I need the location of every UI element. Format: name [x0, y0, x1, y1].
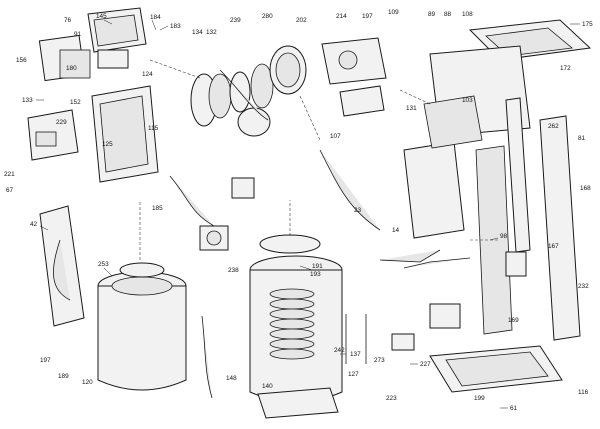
- pump-assembly: [199, 177, 255, 251]
- callout-116: 116: [578, 389, 589, 396]
- callout-42: 42: [30, 221, 38, 228]
- callout-108: 108: [462, 11, 473, 18]
- callout-221: 221: [4, 171, 15, 178]
- callout-103: 103: [462, 97, 473, 104]
- callout-253: 253: [98, 261, 109, 268]
- valve-manifold: [391, 251, 527, 351]
- assembly-guides: [139, 59, 500, 260]
- callout-184: 184: [150, 14, 161, 21]
- callout-175: 175: [582, 21, 593, 28]
- callout-124: 124: [142, 71, 153, 78]
- callout-140: 140: [262, 383, 273, 390]
- callout-199: 199: [474, 395, 485, 402]
- control-panel-assembly: [38, 7, 147, 82]
- callout-152: 152: [70, 99, 81, 106]
- callout-191: 191: [312, 263, 323, 270]
- callout-131: 131: [406, 105, 417, 112]
- callout-156: 156: [16, 57, 27, 64]
- callout-169: 169: [508, 317, 519, 324]
- expansion-vessel: [237, 107, 271, 137]
- callout-14: 14: [392, 227, 400, 234]
- callout-98: 98: [500, 233, 508, 240]
- hot-water-cylinder-left: [97, 262, 187, 391]
- callout-214: 214: [336, 13, 347, 20]
- callout-242: 242: [334, 347, 345, 354]
- callouts: 145 184 183 239 280 202 214 197 109 89 8…: [4, 9, 593, 412]
- callout-227: 227: [420, 361, 431, 368]
- drip-tray: [257, 387, 339, 419]
- callout-197b: 197: [40, 357, 51, 364]
- callout-127: 127: [348, 371, 359, 378]
- callout-185: 185: [152, 205, 163, 212]
- callout-197a: 197: [362, 13, 373, 20]
- callout-145: 145: [96, 13, 107, 20]
- callout-61: 61: [510, 405, 518, 412]
- combustion-rings: [190, 45, 307, 127]
- right-cabinet-frame: [403, 95, 581, 341]
- callout-183: 183: [170, 23, 181, 30]
- pipework: [53, 69, 471, 399]
- callout-67: 67: [6, 187, 14, 194]
- callout-91: 91: [74, 31, 82, 38]
- callout-167: 167: [548, 243, 559, 250]
- callout-273: 273: [374, 357, 385, 364]
- callout-172: 172: [560, 65, 571, 72]
- callout-280: 280: [262, 13, 273, 20]
- callout-81: 81: [578, 135, 586, 142]
- callout-109: 109: [388, 9, 399, 16]
- base-frame: [429, 345, 563, 393]
- callout-189: 189: [58, 373, 69, 380]
- callout-133: 133: [22, 97, 33, 104]
- callout-229: 229: [56, 119, 67, 126]
- callout-134: 134: [192, 29, 203, 36]
- coil-cylinder-center: [249, 234, 343, 403]
- helical-coil: [269, 288, 315, 360]
- callout-262: 262: [548, 123, 559, 130]
- callout-89: 89: [428, 11, 436, 18]
- left-cabinet-frame: [27, 85, 159, 183]
- callout-125: 125: [102, 141, 113, 148]
- callout-120: 120: [82, 379, 93, 386]
- callout-180: 180: [66, 65, 77, 72]
- callout-115: 115: [148, 125, 159, 132]
- callout-193: 193: [310, 271, 321, 278]
- callout-88: 88: [444, 11, 452, 18]
- callout-132: 132: [206, 29, 217, 36]
- heat-exchanger-block: [321, 37, 387, 117]
- callout-148: 148: [226, 375, 237, 382]
- callout-232: 232: [578, 283, 589, 290]
- callout-137: 137: [350, 351, 361, 358]
- callout-76: 76: [64, 17, 72, 24]
- callout-107: 107: [330, 133, 341, 140]
- callout-202: 202: [296, 17, 307, 24]
- callout-168: 168: [580, 185, 591, 192]
- callout-239: 239: [230, 17, 241, 24]
- callout-238: 238: [228, 267, 239, 274]
- callout-23: 23: [354, 207, 362, 214]
- callout-223: 223: [386, 395, 397, 402]
